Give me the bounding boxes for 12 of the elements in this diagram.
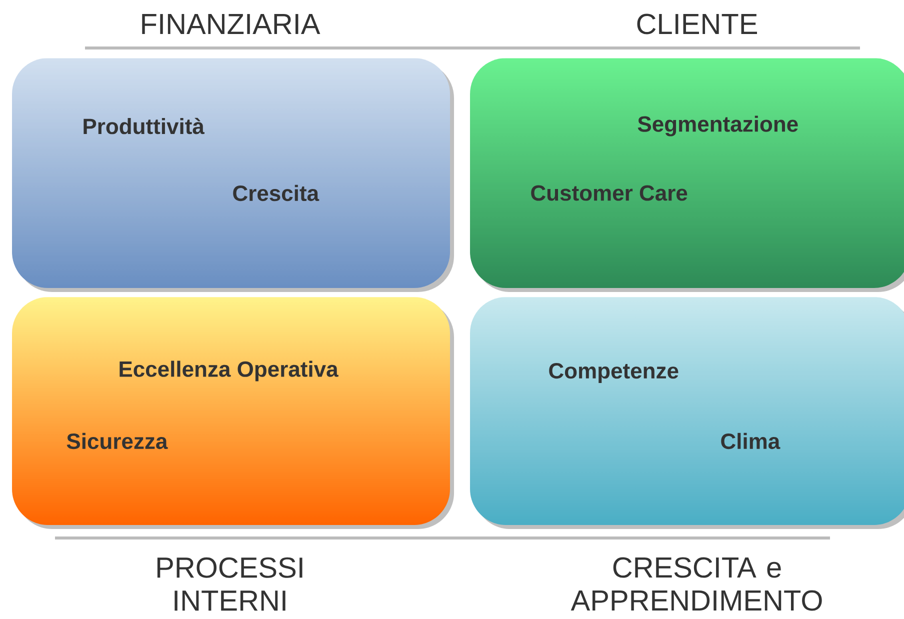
item-label: Produttività <box>84 118 204 134</box>
item-label: Sicurezza <box>66 432 168 450</box>
item-label: Segmentazione <box>638 116 798 136</box>
item-label: Competenze <box>549 363 678 383</box>
quadrant-heading: PROCESSI INTERNI <box>157 557 302 611</box>
item-label: Crescita <box>233 184 320 202</box>
quadrant-heading: CLIENTE <box>637 14 757 34</box>
item-label: Clima <box>721 432 780 450</box>
item-label: Customer Care <box>531 185 688 201</box>
quadrant-heading: FINANZIARIA <box>142 14 320 34</box>
item-label: Eccellenza Operativa <box>120 360 338 382</box>
quadrant-heading: CRESCITA e APPRENDIMENTO <box>570 557 822 611</box>
